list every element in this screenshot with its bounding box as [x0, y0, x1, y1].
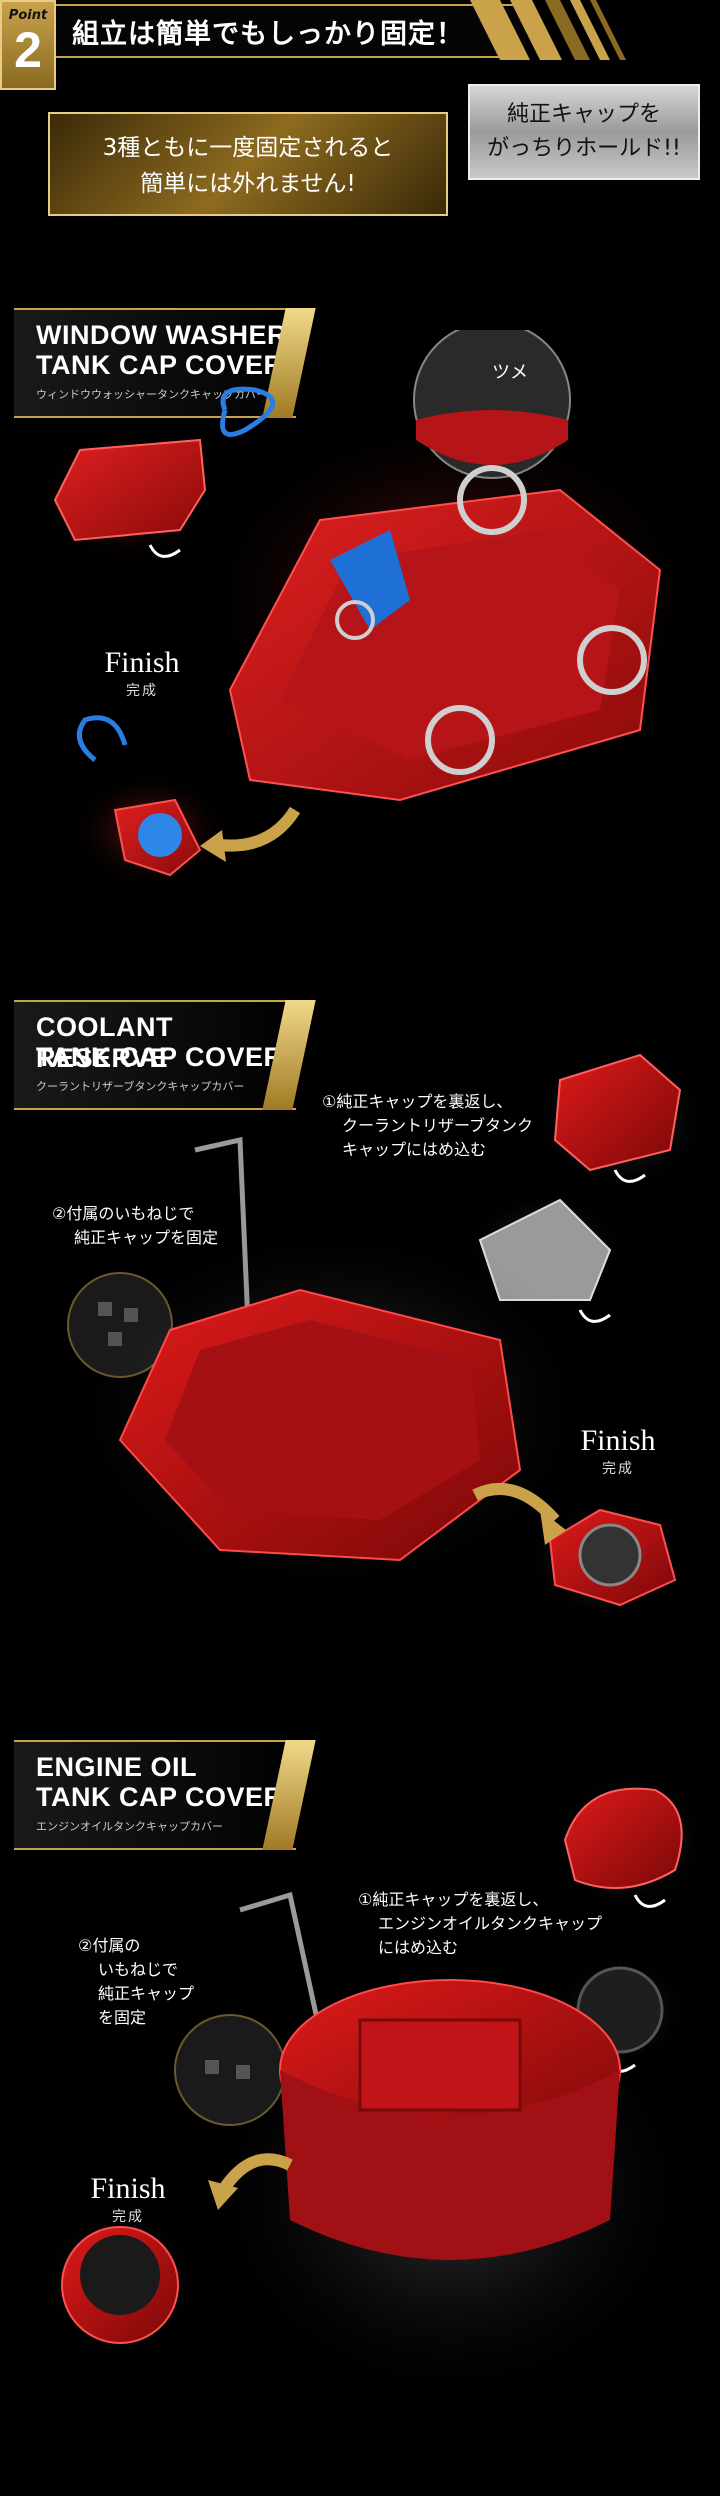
gold-stripes-decoration — [470, 0, 626, 60]
section2-illustration — [60, 1050, 710, 1620]
section2-step1: ①純正キャップを裏返し、 クーラントリザーブタンク キャップにはめ込む — [322, 1090, 533, 1162]
section2-finish: Finish — [580, 1424, 656, 1457]
finished-coolant-cap-icon — [578, 1523, 642, 1587]
section3-finish: Finish — [90, 2172, 166, 2205]
finish-arrow-icon — [472, 1482, 560, 1525]
section3-title-box: ENGINE OIL TANK CAP COVER エンジンオイルタンクキャップ… — [14, 1740, 296, 1850]
silver-info-box: 純正キャップを がっちりホールド!! — [468, 84, 700, 180]
section3-step2-line3: 純正キャップ — [98, 1984, 195, 2003]
point-number: 2 — [14, 22, 42, 78]
section1-title-line2: TANK CAP COVER — [36, 350, 284, 380]
section1-title-box: WINDOW WASHER TANK CAP COVER ウィンドウウォッシャー… — [14, 308, 296, 418]
finished-washer-cap-icon — [138, 813, 182, 857]
zoom-label: ツメ — [492, 362, 528, 383]
section3-step2-line1: ②付属の — [78, 1936, 141, 1955]
section2-step1-line2: クーラントリザーブタンク — [342, 1116, 534, 1135]
section1-finish: Finish — [104, 646, 180, 679]
section2-title-line1: COOLANT RESERVE — [36, 1012, 173, 1073]
section3-step2: ②付属の いもねじで 純正キャップ を固定 — [78, 1934, 194, 2030]
section3-finish-label: Finish 完成 — [78, 2172, 178, 2226]
silver-box-line2: がっちりホールド!! — [487, 136, 681, 161]
section1-finish-sub: 完成 — [126, 683, 158, 699]
finished-oil-cap-icon — [80, 2235, 160, 2315]
page-title: 組立は簡単でもしっかり固定！ — [72, 19, 464, 50]
section2-subtitle: クーラントリザーブタンクキャップカバー — [36, 1080, 245, 1093]
section3-step2-line2: いもねじで — [98, 1960, 179, 1979]
point-label: Point — [8, 8, 48, 23]
section3-step1-line1: ①純正キャップを裏返し、 — [358, 1890, 549, 1909]
section3-illustration — [40, 1770, 710, 2410]
gold-box-line2: 簡単には外れません! — [140, 171, 356, 197]
oil-cap-icon — [563, 1787, 683, 1889]
section2-title-line2: TANK CAP COVER — [36, 1042, 284, 1072]
section2-step2: ②付属のいもねじで 純正キャップを固定 — [52, 1202, 218, 1250]
silver-box-line1: 純正キャップを — [506, 102, 661, 127]
section1-illustration — [35, 330, 710, 890]
section3-step1-line3: にはめ込む — [378, 1938, 459, 1957]
section3-subtitle: エンジンオイルタンクキャップカバー — [36, 1820, 223, 1833]
section3-step1-line2: エンジンオイルタンクキャップ — [378, 1914, 603, 1933]
gold-box-line1: 3種ともに一度固定されると — [102, 135, 394, 161]
section3-finish-sub: 完成 — [112, 2209, 144, 2225]
header-bar: 組立は簡単でもしっかり固定！ — [56, 4, 526, 58]
section2-step1-line1: ①純正キャップを裏返し、 — [322, 1092, 513, 1111]
finish-arrow-icon — [219, 806, 301, 852]
point-badge: Point 2 — [0, 0, 56, 90]
section2-step1-line3: キャップにはめ込む — [342, 1140, 487, 1159]
section2-step2-line1: ②付属のいもねじで — [52, 1204, 195, 1223]
section2-finish-label: Finish 完成 — [568, 1424, 668, 1478]
section1-subtitle: ウィンドウウォッシャータンクキャップカバー — [36, 388, 267, 401]
washer-cap-icon — [53, 438, 207, 542]
blue-washer-cap-icon — [330, 530, 410, 630]
section1-finish-label: Finish 完成 — [92, 646, 192, 700]
section2-finish-sub: 完成 — [602, 1461, 634, 1477]
section1-title-line1: WINDOW WASHER — [36, 320, 287, 350]
gold-info-box: 3種ともに一度固定されると 簡単には外れません! — [48, 112, 448, 216]
section2-title-box: COOLANT RESERVE TANK CAP COVER クーラントリザーブ… — [14, 1000, 296, 1110]
section2-step2-line2: 純正キャップを固定 — [74, 1228, 219, 1247]
section3-step1: ①純正キャップを裏返し、 エンジンオイルタンクキャップ にはめ込む — [358, 1888, 602, 1960]
section3-step2-line4: を固定 — [98, 2008, 147, 2027]
section3-title-line2: TANK CAP COVER — [36, 1782, 284, 1812]
coolant-cap-icon — [553, 1053, 682, 1172]
section3-title-line1: ENGINE OIL — [36, 1752, 198, 1782]
